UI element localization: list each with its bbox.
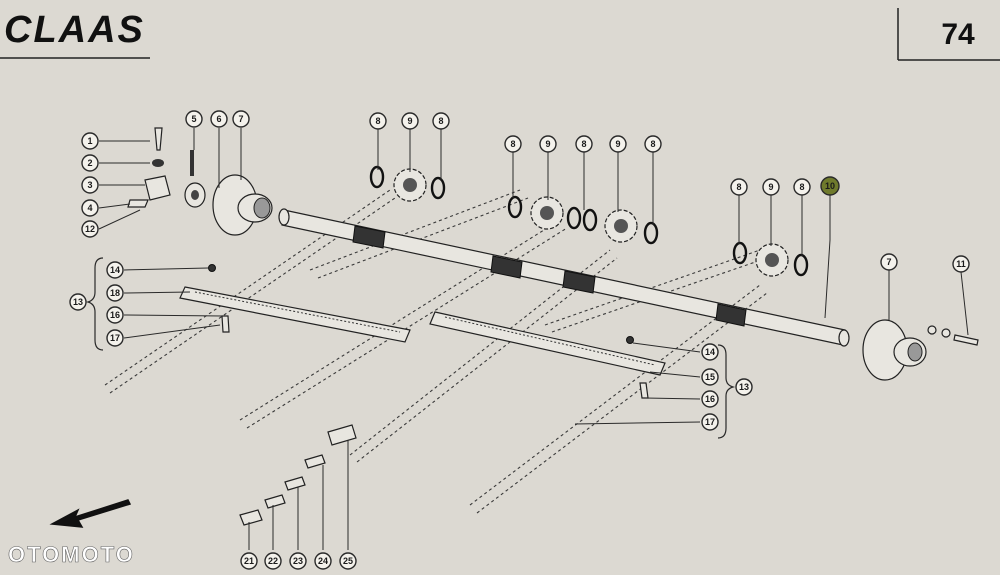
assembly-guide-lines [104, 189, 768, 514]
callout-16-right: 16 [701, 390, 719, 408]
callout-9-b: 9 [539, 135, 557, 153]
svg-text:25: 25 [343, 556, 353, 566]
svg-text:5: 5 [191, 114, 196, 124]
brace-group-13-right [717, 344, 736, 439]
svg-text:9: 9 [545, 139, 550, 149]
svg-text:2: 2 [87, 158, 92, 168]
callout-23: 23 [289, 552, 307, 570]
flange-hub-right [862, 319, 979, 381]
callout-9-d: 9 [762, 178, 780, 196]
svg-text:17: 17 [705, 417, 715, 427]
svg-text:11: 11 [956, 259, 966, 269]
svg-text:14: 14 [110, 265, 120, 275]
svg-text:21: 21 [244, 556, 254, 566]
svg-text:8: 8 [799, 182, 804, 192]
svg-text:22: 22 [268, 556, 278, 566]
flange-hub-left [127, 127, 273, 236]
callout-9-a: 9 [401, 112, 419, 130]
callout-10: 10 [820, 176, 840, 196]
svg-text:13: 13 [73, 297, 83, 307]
callout-18: 18 [106, 284, 124, 302]
callout-9-c: 9 [609, 135, 627, 153]
main-shaft [278, 208, 850, 347]
callout-1: 1 [81, 132, 99, 150]
callout-8-g: 8 [793, 178, 811, 196]
callout-15: 15 [701, 368, 719, 386]
callout-6: 6 [210, 110, 228, 128]
rail-right [429, 311, 666, 399]
callout-2: 2 [81, 154, 99, 172]
svg-text:17: 17 [110, 333, 120, 343]
callout-11: 11 [952, 255, 970, 273]
svg-text:15: 15 [705, 372, 715, 382]
svg-text:24: 24 [318, 556, 328, 566]
svg-text:8: 8 [438, 116, 443, 126]
brand-logo: CLAAS [4, 9, 145, 51]
svg-text:3: 3 [87, 180, 92, 190]
sprocket-group-3 [732, 241, 809, 277]
callout-8-a: 8 [369, 112, 387, 130]
callout-16-left: 16 [106, 306, 124, 324]
callout-25: 25 [339, 552, 357, 570]
callout-7-left: 7 [232, 110, 250, 128]
callout-13-right: 13 [735, 378, 753, 396]
svg-text:14: 14 [705, 347, 715, 357]
callout-21: 21 [240, 552, 258, 570]
callout-8-d: 8 [575, 135, 593, 153]
svg-text:10: 10 [825, 181, 835, 191]
leader-lines [98, 128, 969, 550]
svg-text:8: 8 [736, 182, 741, 192]
callout-17-right: 17 [701, 413, 719, 431]
svg-text:9: 9 [615, 139, 620, 149]
callout-8-f: 8 [730, 178, 748, 196]
arrow-down-left-icon [49, 499, 132, 528]
callout-8-c: 8 [504, 135, 522, 153]
callout-14-right: 14 [701, 343, 719, 361]
callout-12: 12 [81, 220, 99, 238]
callout-8-b: 8 [432, 112, 450, 130]
callout-17-left: 17 [106, 329, 124, 347]
svg-text:8: 8 [581, 139, 586, 149]
callout-7-right: 7 [880, 253, 898, 271]
svg-text:7: 7 [238, 114, 243, 124]
svg-text:8: 8 [650, 139, 655, 149]
brace-group-13-left [85, 257, 104, 351]
svg-text:16: 16 [705, 394, 715, 404]
svg-text:23: 23 [293, 556, 303, 566]
callout-5: 5 [185, 110, 203, 128]
svg-text:9: 9 [768, 182, 773, 192]
svg-text:1: 1 [87, 136, 92, 146]
callout-4: 4 [81, 199, 99, 217]
header: CLAAS 74 [0, 8, 1000, 61]
svg-text:7: 7 [886, 257, 891, 267]
callout-8-e: 8 [644, 135, 662, 153]
chain-link-parts [239, 424, 357, 526]
rail-left [179, 264, 411, 343]
svg-text:8: 8 [375, 116, 380, 126]
page-number: 74 [941, 18, 975, 51]
svg-text:13: 13 [739, 382, 749, 392]
svg-text:18: 18 [110, 288, 120, 298]
callout-13-left: 13 [69, 293, 87, 311]
svg-text:9: 9 [407, 116, 412, 126]
svg-text:12: 12 [85, 224, 95, 234]
sprocket-group-2 [507, 195, 659, 245]
svg-text:6: 6 [216, 114, 221, 124]
callout-24: 24 [314, 552, 332, 570]
callout-14-left: 14 [106, 261, 124, 279]
watermark-otomoto: OTOMOTO [8, 542, 135, 567]
callout-22: 22 [264, 552, 282, 570]
callout-3: 3 [81, 176, 99, 194]
svg-text:4: 4 [87, 203, 92, 213]
svg-text:8: 8 [510, 139, 515, 149]
svg-text:16: 16 [110, 310, 120, 320]
